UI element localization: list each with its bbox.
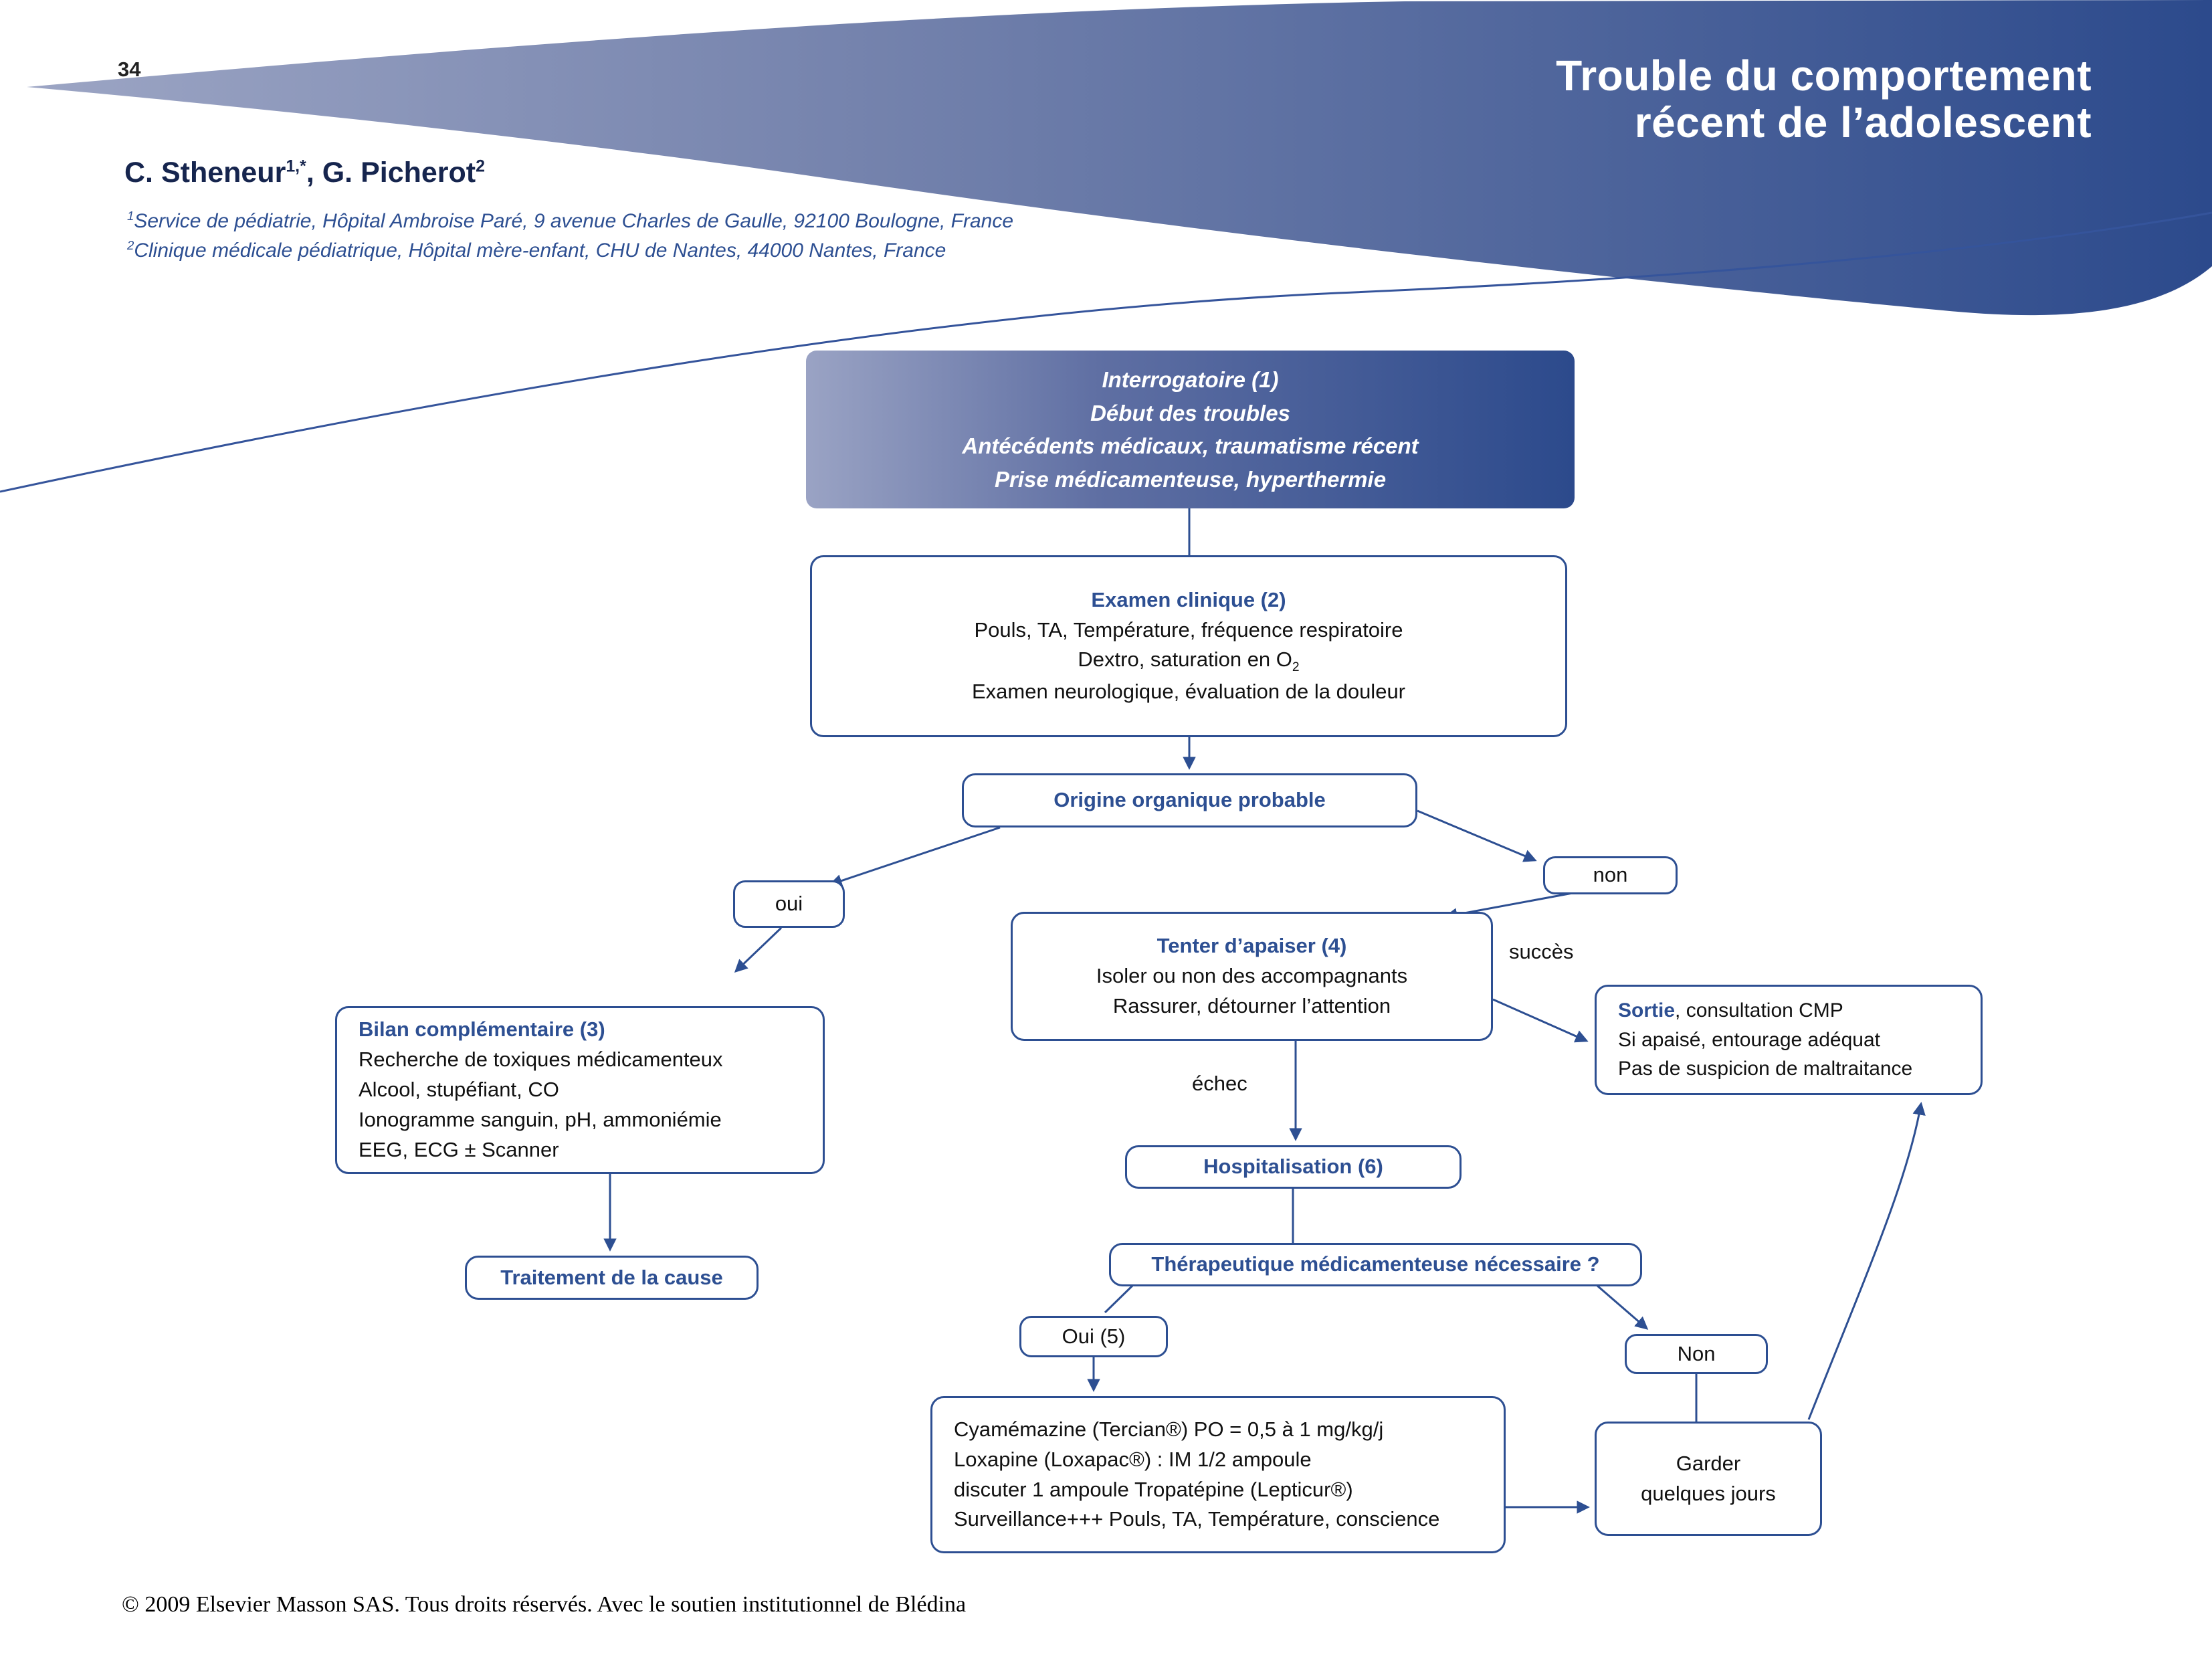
bilan-line: Ionogramme sanguin, pH, ammoniémie (359, 1107, 722, 1131)
medication-line: Loxapine (Loxapac®) : IM 1/2 ampoule (954, 1447, 1312, 1471)
examen-line: Examen neurologique, évaluation de la do… (971, 680, 1406, 704)
affiliation-text: Clinique médicale pédiatrique, Hôpital m… (134, 239, 946, 262)
affiliation-text: Service de pédiatrie, Hôpital Ambroise P… (134, 210, 1014, 232)
interrogatoire-line: Antécédents médicaux, traumatisme récent (962, 433, 1419, 458)
box-garder: Garder quelques jours (1595, 1422, 1822, 1536)
examen-line: Pouls, TA, Température, fréquence respir… (974, 617, 1403, 642)
sortie-line: Pas de suspicion de maltraitance (1618, 1058, 1913, 1080)
affiliation-mark: 1 (127, 209, 134, 223)
author-name: G. Picherot (322, 157, 476, 189)
swoosh-ribbon (27, 0, 2212, 316)
sortie-line: Sortie, consultation CMP (1618, 996, 1843, 1026)
origine-label: Origine organique probable (1053, 788, 1326, 812)
box-tenter-apaiser: Tenter d’apaiser (4) Isoler ou non des a… (1011, 912, 1493, 1041)
affiliation-mark: 2 (127, 238, 134, 252)
non-label: non (1593, 863, 1628, 887)
box-origine-organique: Origine organique probable (962, 773, 1417, 827)
swoosh-thin-curve (0, 211, 2212, 493)
authors: C. Stheneur1,*, G. Picherot2 (124, 157, 485, 189)
bilan-line: EEG, ECG ± Scanner (359, 1137, 559, 1161)
box-hospitalisation: Hospitalisation (6) (1125, 1145, 1462, 1189)
author-name: C. Stheneur (124, 157, 286, 189)
tenter-title: Tenter d’apaiser (4) (1157, 934, 1347, 958)
bilan-title: Bilan complémentaire (3) (359, 1017, 605, 1042)
article-title-line1: Trouble du comportement (1556, 52, 2092, 100)
box-examen-clinique: Examen clinique (2) Pouls, TA, Températu… (810, 555, 1567, 737)
copyright-footer: © 2009 Elsevier Masson SAS. Tous droits … (122, 1592, 967, 1617)
box-oui-5: Oui (5) (1019, 1316, 1168, 1357)
tenter-line: Isoler ou non des accompagnants (1096, 964, 1408, 988)
examen-line-text: Dextro, saturation en O (1078, 648, 1292, 672)
examen-line: Dextro, saturation en O2 (1078, 645, 1299, 677)
garder-line: quelques jours (1641, 1481, 1776, 1505)
arrow-origine-non (1417, 809, 1537, 862)
box-bilan-complementaire: Bilan complémentaire (3) Recherche de to… (335, 1006, 825, 1174)
label-echec: échec (1192, 1072, 1247, 1095)
box-therapeutique: Thérapeutique médicamenteuse nécessaire … (1109, 1243, 1642, 1286)
box-interrogatoire: Interrogatoire (1) Début des troubles An… (806, 351, 1575, 508)
author-separator: , (306, 157, 322, 189)
sortie-title-rest: , consultation CMP (1675, 999, 1843, 1022)
box-medication: Cyamémazine (Tercian®) PO = 0,5 à 1 mg/k… (930, 1396, 1506, 1553)
author-affil-mark: 1,* (286, 157, 306, 176)
interrogatoire-line: Interrogatoire (1) (1102, 367, 1279, 392)
box-non-2: Non (1625, 1334, 1768, 1374)
affiliation-2: 2Clinique médicale pédiatrique, Hôpital … (127, 238, 946, 262)
sortie-title: Sortie (1618, 999, 1676, 1022)
oui5-label: Oui (5) (1062, 1324, 1126, 1348)
connector-therapeutique-oui (1104, 1284, 1134, 1314)
interrogatoire-line: Prise médicamenteuse, hyperthermie (994, 466, 1387, 492)
box-oui: oui (733, 880, 845, 928)
medication-line: Surveillance+++ Pouls, TA, Température, … (954, 1507, 1440, 1531)
box-traitement-cause: Traitement de la cause (465, 1256, 759, 1300)
arrow-oui-bilan (734, 926, 783, 973)
article-title-line2: récent de l’adolescent (1634, 98, 2092, 147)
traitement-label: Traitement de la cause (500, 1265, 723, 1289)
box-non: non (1543, 856, 1678, 894)
garder-line: Garder (1676, 1451, 1741, 1475)
bilan-line: Alcool, stupéfiant, CO (359, 1078, 559, 1102)
examen-title: Examen clinique (2) (1091, 587, 1286, 611)
box-sortie: Sortie, consultation CMP Si apaisé, ento… (1595, 985, 1983, 1095)
oxygen-subscript: 2 (1292, 660, 1300, 675)
non2-label: Non (1677, 1341, 1716, 1365)
article-title: Trouble du comportement récent de l’adol… (1556, 52, 2092, 147)
affiliation-1: 1Service de pédiatrie, Hôpital Ambroise … (127, 209, 1013, 233)
tenter-line: Rassurer, détourner l’attention (1112, 993, 1391, 1017)
oui-label: oui (775, 892, 803, 916)
page-number: 34 (118, 58, 141, 81)
arrow-garder-sortie (1807, 1102, 1926, 1420)
interrogatoire-line: Début des troubles (1090, 400, 1290, 425)
arrow-therapeutique-non (1597, 1284, 1649, 1330)
bilan-line: Recherche de toxiques médicamenteux (359, 1048, 723, 1072)
sortie-line: Si apaisé, entourage adéquat (1618, 1028, 1880, 1051)
author-affil-mark: 2 (476, 157, 485, 176)
label-succes: succès (1509, 940, 1574, 963)
hospitalisation-label: Hospitalisation (6) (1203, 1155, 1383, 1179)
therapeutique-label: Thérapeutique médicamenteuse nécessaire … (1151, 1252, 1600, 1276)
arrow-tenter-sortie (1492, 998, 1589, 1043)
arrow-origine-oui (829, 826, 1001, 887)
medication-line: Cyamémazine (Tercian®) PO = 0,5 à 1 mg/k… (954, 1417, 1384, 1441)
medication-line: discuter 1 ampoule Tropatépine (Lepticur… (954, 1477, 1353, 1501)
